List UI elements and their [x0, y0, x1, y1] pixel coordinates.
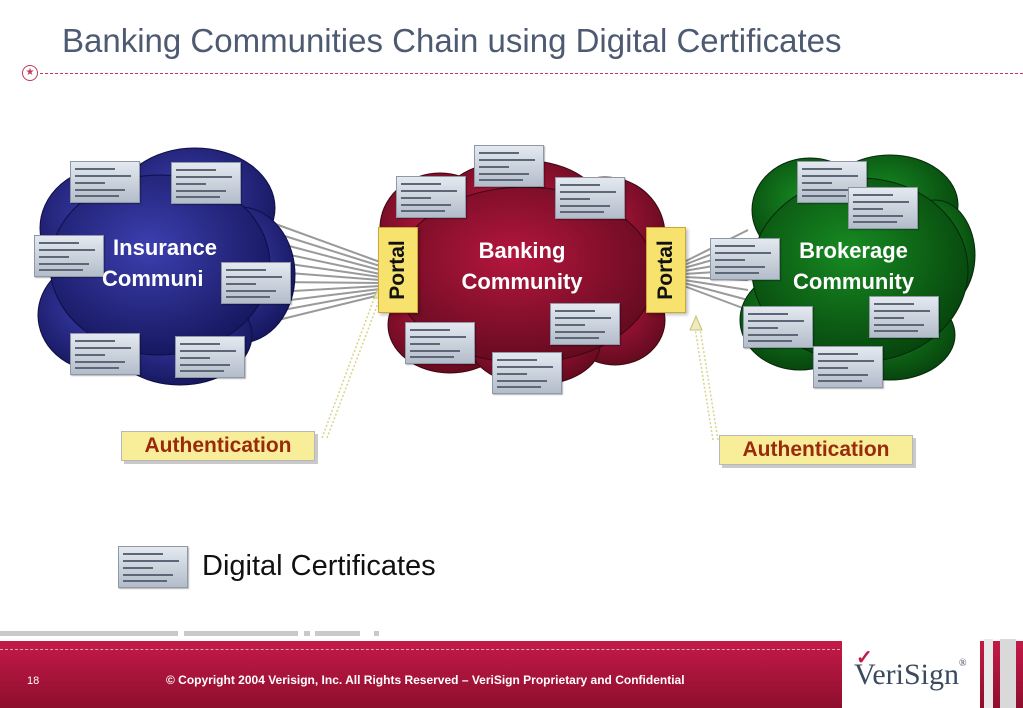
- certificate-icon: [396, 176, 466, 218]
- certificate-icon: [34, 235, 104, 277]
- decorative-bar: [304, 631, 310, 636]
- certificate-icon: [405, 322, 475, 364]
- decorative-bar: [0, 631, 178, 636]
- brokerage-community-label: Brokerage Community: [776, 235, 931, 297]
- title-divider: [40, 73, 1023, 74]
- decorative-bar: [184, 631, 298, 636]
- decorative-bar: [315, 631, 360, 636]
- authentication-label-left: Authentication: [121, 431, 315, 461]
- certificate-icon: [710, 238, 780, 280]
- certificate-icon: [813, 346, 883, 388]
- certificate-icon: [869, 296, 939, 338]
- auth-pointer-right-arrowhead: [689, 314, 703, 331]
- certificate-icon: [474, 145, 544, 187]
- cloud-label-line1: Insurance: [113, 235, 217, 260]
- cloud-label-line1: Brokerage: [799, 238, 908, 263]
- cloud-label-line1: Banking: [478, 238, 566, 263]
- certificate-icon: [743, 306, 813, 348]
- certificate-icon: [221, 262, 291, 304]
- cloud-label-line2: Communi: [102, 266, 204, 291]
- certificate-icon: [171, 162, 241, 204]
- decorative-bar: [374, 631, 379, 636]
- portal-left: Portal: [378, 227, 418, 313]
- checkmark-icon: ✓: [856, 647, 873, 669]
- portal-label: Portal: [386, 240, 409, 300]
- logo-text: VeriSign: [854, 658, 959, 691]
- portal-right: Portal: [646, 227, 686, 313]
- certificate-icon: [492, 352, 562, 394]
- page-number: 18: [27, 675, 40, 687]
- cloud-label-line2: Community: [793, 269, 914, 294]
- certificate-icon: [848, 187, 918, 229]
- decorative-strip: [1000, 639, 1016, 708]
- authentication-label-right: Authentication: [719, 435, 913, 465]
- decorative-strip: [984, 639, 993, 708]
- cloud-label-line2: Community: [461, 269, 583, 294]
- logo-wordmark: VeriSign®: [854, 658, 967, 692]
- certificate-icon: [555, 177, 625, 219]
- certificate-icon: [70, 161, 140, 203]
- certificate-icon: [70, 333, 140, 375]
- registered-mark: ®: [959, 658, 967, 669]
- portal-label: Portal: [654, 240, 677, 300]
- banking-community-label: Banking Community: [446, 235, 598, 297]
- auth-pointer-left: [321, 287, 384, 439]
- legend-label: Digital Certificates: [202, 550, 436, 582]
- certificate-icon: [550, 303, 620, 345]
- verisign-logo: ✓ VeriSign®: [842, 639, 980, 708]
- copyright-text: © Copyright 2004 Verisign, Inc. All Righ…: [166, 673, 685, 687]
- legend-certificate-icon: [118, 546, 188, 588]
- slide-title: Banking Communities Chain using Digital …: [62, 22, 842, 59]
- footer-divider: [0, 649, 840, 650]
- certificate-icon: [175, 336, 245, 378]
- star-bullet-icon: ★: [22, 65, 38, 81]
- insurance-community-label: Insurance Communi: [100, 232, 230, 294]
- auth-pointer-right: [693, 321, 719, 441]
